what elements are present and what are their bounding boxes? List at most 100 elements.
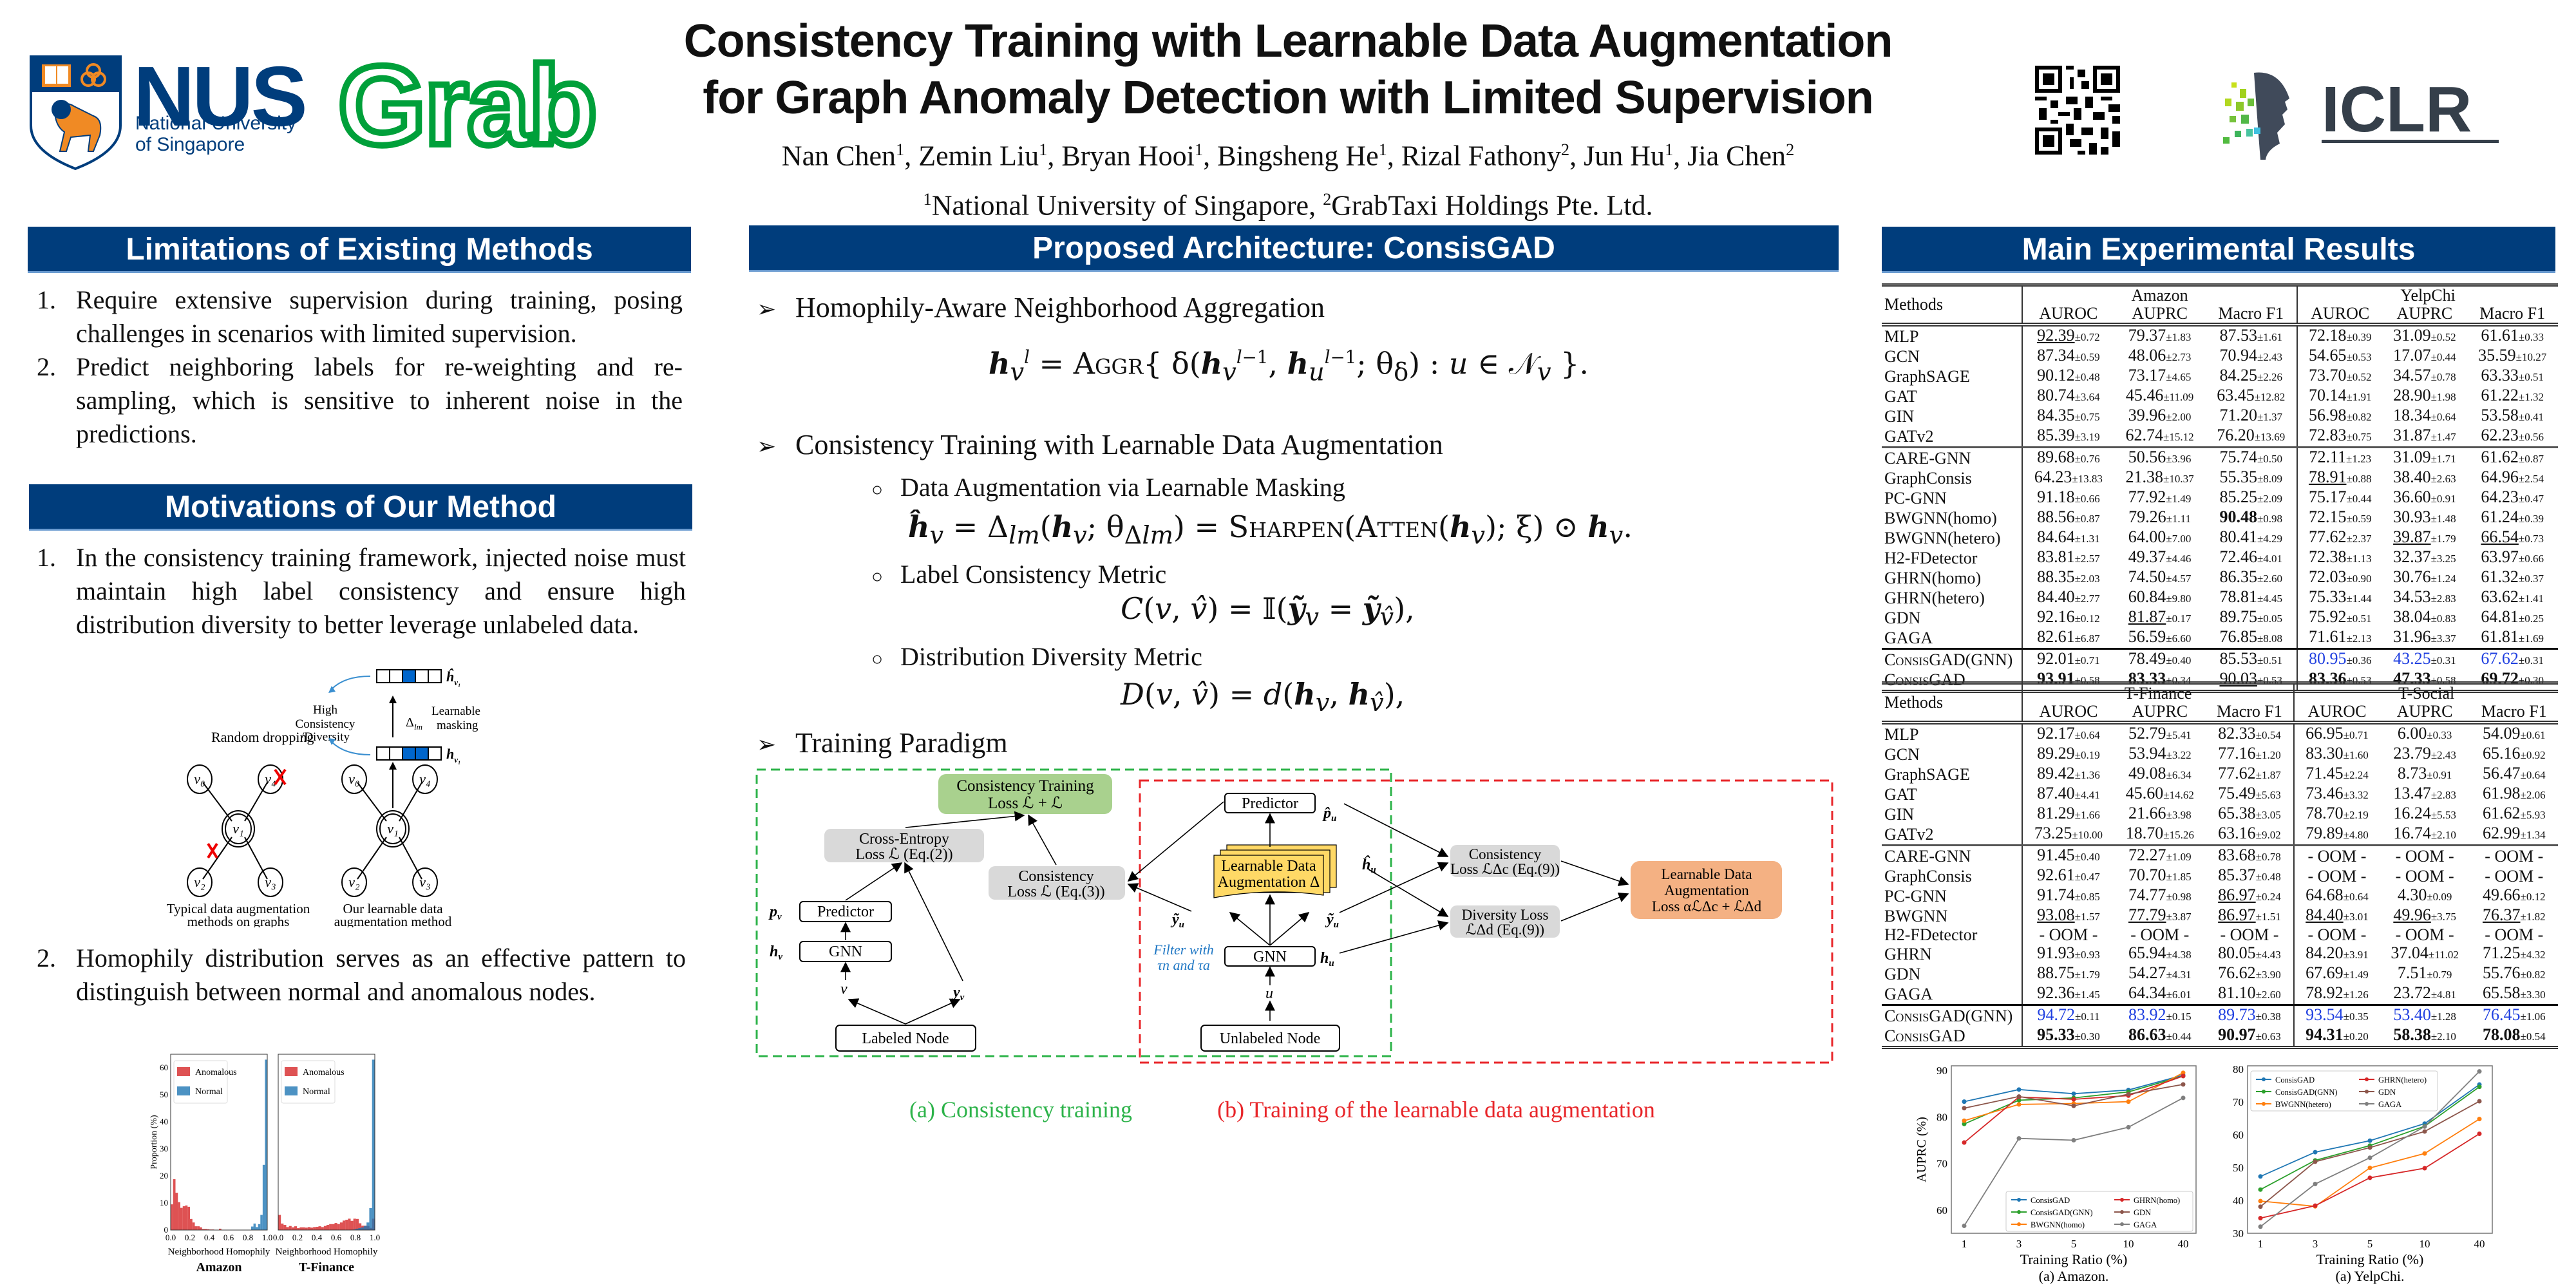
metric-value: 65.58±3.30 (2482, 983, 2546, 1002)
metric-value: 35.59±10.27 (2478, 346, 2547, 365)
limitations-list: 1.Require extensive supervision during t… (29, 283, 683, 451)
metric-value: 56.47±0.64 (2482, 764, 2546, 782)
svg-text:3: 3 (2016, 1238, 2022, 1250)
svg-text:50: 50 (2233, 1162, 2244, 1174)
bullet-consistency-training: ➢Consistency Training with Learnable Dat… (757, 428, 1443, 463)
metric-value: - OOM - (2395, 925, 2454, 944)
svg-text:Predictor: Predictor (817, 904, 874, 920)
svg-text:30: 30 (160, 1144, 168, 1153)
metric-header: AUPRC (2396, 304, 2453, 323)
metric-value: 70.14±1.91 (2297, 386, 2383, 406)
metric-value: - OOM - (2293, 866, 2380, 886)
metric-value: 16.24±5.53 (2393, 804, 2456, 822)
metric-value: 72.15±0.59 (2297, 508, 2383, 528)
metric-value: 37.04±11.02 (2391, 943, 2459, 962)
metric-value: 79.89±4.80 (2293, 824, 2380, 846)
metric-value: 58.38±2.10 (2379, 1026, 2470, 1049)
svg-text:0.0: 0.0 (166, 1233, 176, 1242)
method-name: CARE-GNN (1882, 844, 2022, 866)
caption-consistency-training: (a) Consistency training (909, 1097, 1132, 1122)
svg-text:ConsisGAD(GNN): ConsisGAD(GNN) (2031, 1208, 2093, 1217)
method-name: GIN (1884, 406, 1915, 426)
metric-value: 72.38±1.13 (2297, 548, 2383, 568)
metric-value: 93.54±0.35 (2293, 1004, 2380, 1026)
equation-label-consistency: C(v, v̂) = 𝕀(ỹv = ỹv̂), (1121, 591, 1415, 632)
list-item: 2.Predict neighboring labels for re-weig… (37, 352, 683, 448)
cross-entropy-loss-box (824, 829, 984, 862)
section-header-limitations: Limitations of Existing Methods (28, 227, 691, 273)
metric-header: AUPRC (2132, 304, 2188, 323)
author: Jun Hu (1584, 140, 1665, 172)
method-name: BWGNN(hetero) (1884, 528, 2001, 547)
metric-value: 92.01±0.71 (2022, 648, 2114, 670)
metric-value: 55.76±0.82 (2482, 963, 2546, 982)
metric-value: 76.45±1.06 (2470, 1004, 2558, 1026)
author: Zemin Liu (918, 140, 1039, 172)
metric-value: 91.18±0.66 (2022, 488, 2114, 508)
metric-value: 83.92±0.15 (2114, 1004, 2206, 1026)
metric-value: 91.45±0.40 (2022, 844, 2114, 866)
predictor-box-unlabeled (1224, 793, 1316, 813)
svg-text:50: 50 (160, 1090, 168, 1099)
metric-value: 91.74±0.85 (2022, 886, 2114, 906)
svg-text:0.6: 0.6 (331, 1233, 342, 1242)
svg-text:Labeled Node: Labeled Node (862, 1030, 949, 1047)
svg-text:80: 80 (1937, 1111, 1947, 1123)
method-name: GHRN (1884, 944, 1932, 963)
svg-text:Normal: Normal (195, 1087, 223, 1097)
svg-text:v₄: v₄ (419, 771, 430, 787)
equation-masking: ĥv = Δlm(hv; θΔlm) = Sharpen(Atten(hv); … (908, 509, 1633, 551)
metric-value: 63.97±0.66 (2481, 547, 2544, 566)
dataset-header: Amazon (2021, 283, 2298, 305)
metric-value: 76.62±3.90 (2218, 963, 2281, 982)
svg-text:(a) YelpChi.: (a) YelpChi. (2336, 1268, 2405, 1284)
metric-value: 64.34±6.01 (2128, 983, 2192, 1002)
metric-value: 56.59±6.60 (2128, 627, 2192, 646)
metric-value: 77.79±3.87 (2128, 905, 2192, 924)
qr-code-icon[interactable] (2035, 66, 2120, 155)
section-header-results: Main Experimental Results (1882, 227, 2555, 273)
metric-value: 54.65±0.53 (2297, 346, 2383, 366)
svg-text:Consistency Training: Consistency Training (956, 777, 1094, 795)
metric-value: 89.73±0.38 (2205, 1004, 2295, 1026)
svg-text:3: 3 (2313, 1238, 2318, 1250)
svg-text:methods on graphs: methods on graphs (187, 914, 290, 927)
sub-bullet-diversity: ○Distribution Diversity Metric (871, 641, 1202, 675)
metric-value: 92.36±1.45 (2022, 984, 2114, 1005)
svg-text:1: 1 (2258, 1238, 2264, 1250)
metric-value: 87.40±4.41 (2022, 784, 2114, 804)
metric-value: 85.53±0.51 (2205, 648, 2298, 670)
svg-text:hv: hv (770, 943, 782, 962)
svg-text:Loss αℒΔc + ℒΔd: Loss αℒΔc + ℒΔd (1652, 898, 1762, 914)
metric-value: 61.98±2.06 (2482, 784, 2546, 802)
metric-value: 67.62±0.31 (2467, 648, 2558, 670)
svg-text:0: 0 (164, 1225, 169, 1235)
metric-value: 87.34±0.59 (2022, 346, 2114, 366)
metric-value: 84.40±3.01 (2293, 906, 2380, 926)
svg-text:60: 60 (1937, 1204, 1947, 1217)
metric-value: 92.39±0.72 (2022, 323, 2114, 346)
metric-value: 94.72±0.11 (2022, 1004, 2114, 1026)
svg-text:v₀: v₀ (194, 771, 205, 787)
svg-text:Anomalous: Anomalous (303, 1068, 345, 1077)
metric-value: 88.75±1.79 (2022, 964, 2114, 984)
svg-text:v₁: v₁ (232, 820, 243, 837)
svg-text:60: 60 (160, 1063, 168, 1072)
method-name: ConsisGAD(GNN) (1882, 648, 2022, 670)
metric-value: 73.70±0.52 (2297, 366, 2383, 386)
metric-value: 71.61±2.13 (2297, 628, 2383, 649)
metric-value: 72.83±0.75 (2297, 426, 2383, 448)
unlabeled-node-box (1200, 1025, 1340, 1052)
method-name: GraphSAGE (1884, 366, 1970, 386)
metric-value: 60.84±9.80 (2128, 587, 2192, 606)
